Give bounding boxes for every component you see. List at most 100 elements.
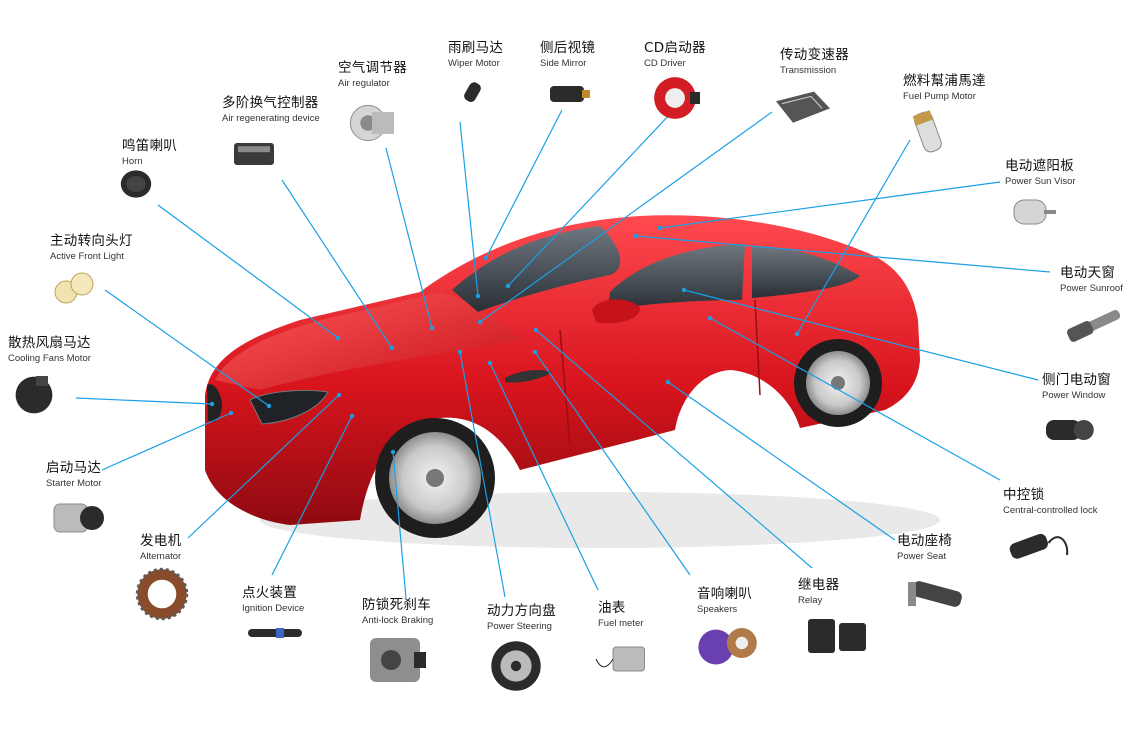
side-mirror-anchor-dot bbox=[483, 255, 489, 261]
label-chinese: 发电机 bbox=[140, 533, 182, 549]
label-chinese: 鸣笛喇叭 bbox=[122, 138, 178, 154]
dc-motor-icon bbox=[1013, 199, 1056, 225]
relay-anchor-dot bbox=[533, 327, 539, 333]
wiper-motor-anchor-dot bbox=[475, 293, 481, 299]
label-english: Relay bbox=[798, 595, 823, 606]
label-english: Wiper Motor bbox=[448, 58, 500, 69]
ignition-device-anchor-dot bbox=[349, 413, 355, 419]
label-english: CD Driver bbox=[644, 58, 686, 69]
fuel-pump-motor-anchor-dot bbox=[794, 331, 800, 337]
starter-motor-anchor-dot bbox=[228, 410, 234, 416]
label-chinese: 主动转向头灯 bbox=[50, 233, 133, 249]
label-english: Fuel meter bbox=[598, 618, 644, 629]
cd-driver-leader-line bbox=[507, 111, 673, 287]
fuel-meter-anchor-dot bbox=[487, 360, 493, 366]
lock-actuator-icon bbox=[1009, 533, 1069, 559]
active-front-light-anchor-dot bbox=[266, 403, 272, 409]
wiper-motor-leader-line bbox=[459, 121, 479, 297]
label-english: Power Steering bbox=[487, 621, 552, 632]
cooling-fans-motor-anchor-dot bbox=[209, 401, 215, 407]
active-front-light-label: 主动转向头灯 Active Front Light bbox=[50, 233, 133, 263]
ignition-device-leader-line bbox=[271, 415, 353, 576]
label-chinese: 音响喇叭 bbox=[697, 586, 753, 602]
central-lock-anchor-dot bbox=[707, 315, 713, 321]
label-english: Power Seat bbox=[897, 551, 947, 562]
power-steering-anchor-dot bbox=[457, 349, 463, 355]
air-regenerating-device-anchor-dot bbox=[389, 345, 395, 351]
car-hood bbox=[215, 292, 520, 390]
label-chinese: 电动座椅 bbox=[897, 533, 953, 549]
horn-leader-line bbox=[157, 204, 339, 339]
fan-motor-icon bbox=[15, 376, 53, 414]
car-mirror bbox=[592, 299, 640, 324]
transmission-anchor-dot bbox=[477, 319, 483, 325]
label-chinese: 燃料幫浦馬達 bbox=[903, 73, 986, 89]
label-english: Side Mirror bbox=[540, 58, 587, 69]
alternator-anchor-dot bbox=[336, 392, 342, 398]
label-chinese: 传动变速器 bbox=[780, 47, 849, 63]
label-english: Active Front Light bbox=[50, 251, 124, 262]
label-chinese: 侧后视镜 bbox=[540, 40, 596, 56]
label-chinese: 电动天窗 bbox=[1060, 265, 1116, 281]
car-door-line bbox=[559, 299, 761, 446]
transmission-leader-line bbox=[479, 111, 773, 323]
label-chinese: 中控锁 bbox=[1003, 487, 1045, 503]
transmission-icon bbox=[776, 91, 830, 123]
fuel-meter-icon bbox=[595, 646, 645, 672]
car-windshield bbox=[452, 226, 621, 312]
label-chinese: 多阶换气控制器 bbox=[222, 95, 319, 111]
fuel-meter-leader-line bbox=[489, 362, 599, 591]
active-front-light-leader-line bbox=[104, 289, 270, 407]
power-window-anchor-dot bbox=[681, 287, 687, 293]
label-chinese: 雨刷马达 bbox=[448, 40, 504, 56]
ignition-coil-icon bbox=[248, 628, 302, 638]
fuel-pump-icon bbox=[912, 110, 942, 153]
wiper-motor-label: 雨刷马达 Wiper Motor bbox=[448, 40, 503, 70]
label-chinese: 散热风扇马达 bbox=[8, 335, 91, 351]
car-side-vent bbox=[505, 370, 552, 383]
wiper-motor-icon bbox=[464, 82, 481, 102]
cd-driver-anchor-dot bbox=[505, 283, 511, 289]
speakers-leader-line bbox=[534, 351, 691, 576]
car-grille bbox=[207, 384, 222, 423]
horn-anchor-dot bbox=[335, 335, 341, 341]
part-icons bbox=[15, 77, 1121, 691]
power-seat-leader-line bbox=[667, 381, 896, 541]
label-chinese: CD启动器 bbox=[644, 40, 706, 56]
power-sunroof-leader-line bbox=[635, 235, 1051, 273]
horn-icon bbox=[120, 170, 152, 198]
alternator-leader-line bbox=[187, 394, 340, 539]
seat-motor-icon bbox=[908, 581, 962, 607]
label-chinese: 点火装置 bbox=[242, 585, 298, 601]
label-english: Power Sun Visor bbox=[1005, 176, 1076, 187]
label-english: Anti-lock Braking bbox=[362, 615, 434, 626]
fuel-pump-motor-leader-line bbox=[796, 139, 911, 335]
side-mirror-leader-line bbox=[485, 109, 563, 259]
linear-actuator-icon bbox=[1066, 309, 1121, 342]
label-english: Starter Motor bbox=[46, 478, 102, 489]
label-chinese: 启动马达 bbox=[46, 460, 102, 476]
cd-driver-icon bbox=[654, 77, 700, 119]
air-regenerating-device-leader-line bbox=[281, 179, 393, 349]
cooling-fans-motor-leader-line bbox=[75, 397, 213, 405]
speaker-icon bbox=[698, 628, 757, 665]
power-seat-anchor-dot bbox=[665, 379, 671, 385]
power-seat-label: 电动座椅 Power Seat bbox=[897, 533, 952, 563]
power-steering-leader-line bbox=[459, 351, 506, 598]
car-headlight bbox=[249, 389, 329, 425]
power-window-leader-line bbox=[683, 289, 1039, 381]
